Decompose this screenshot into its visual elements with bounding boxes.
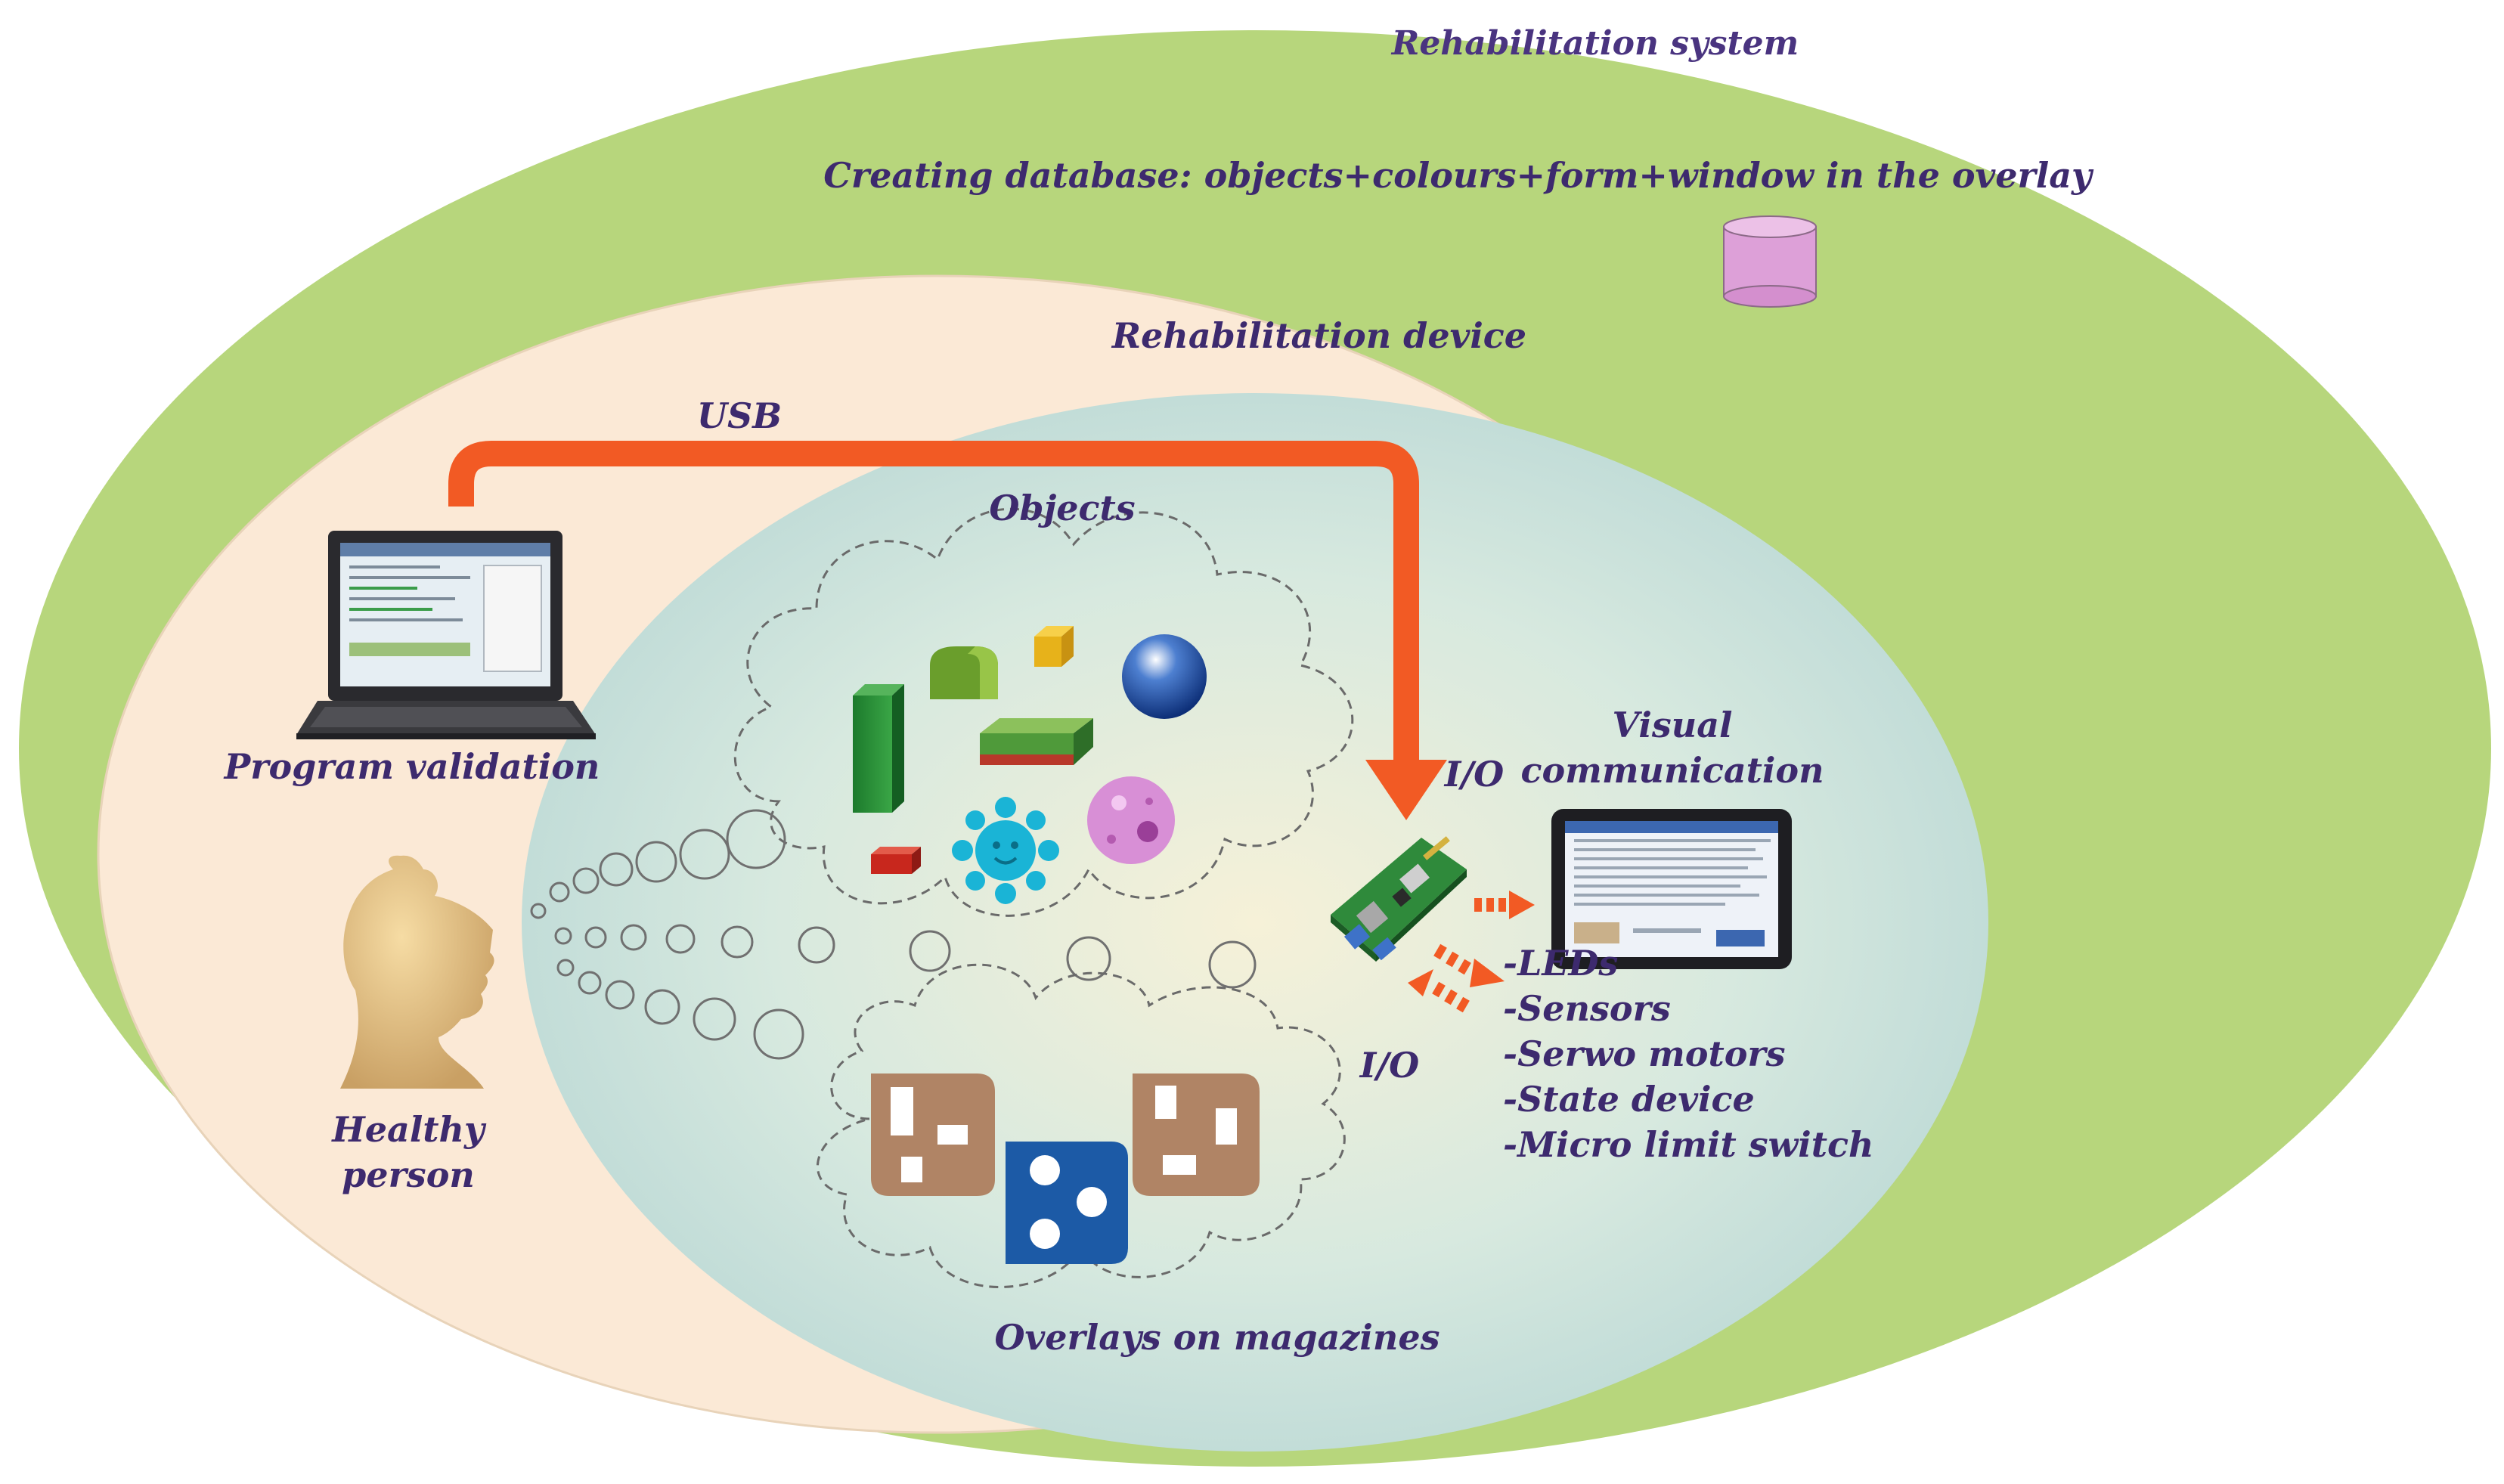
objects-label: Objects bbox=[989, 488, 1135, 528]
io-arrow-to-display bbox=[1474, 891, 1535, 919]
blue-overlay-center bbox=[1006, 1142, 1128, 1264]
overlays-on-magazines-label: Overlays on magazines bbox=[994, 1317, 1439, 1358]
objects-cloud bbox=[733, 507, 1354, 917]
blue-sphere-object bbox=[1122, 634, 1207, 719]
io-arrow-from-peripherals bbox=[1408, 969, 1470, 1013]
rehabilitation-device-label: Rehabilitation device bbox=[1111, 315, 1526, 356]
io-device-list: -LEDs -Sensors -Serwo motors -State devi… bbox=[1503, 943, 1873, 1165]
database-cylinder-icon bbox=[1723, 215, 1817, 308]
raspberry-pi-board-icon bbox=[1331, 836, 1467, 962]
tablet-display-icon bbox=[1551, 809, 1792, 969]
io-list-item: -State device bbox=[1503, 1079, 1755, 1120]
brown-overlay-right bbox=[1133, 1073, 1260, 1196]
visual-communication-label-line1: Visual bbox=[1613, 705, 1733, 745]
io-label-bottom: I/O bbox=[1359, 1045, 1419, 1086]
green-arch-object bbox=[930, 646, 998, 699]
rehabilitation-system-label: Rehabilitation system bbox=[1390, 24, 1799, 63]
io-list-item: -Micro limit switch bbox=[1503, 1124, 1873, 1165]
purple-cell-object bbox=[1087, 776, 1175, 864]
program-validation-label: Program validation bbox=[223, 746, 600, 787]
io-arrow-to-peripherals bbox=[1433, 943, 1505, 987]
visual-communication-label-line2: communication bbox=[1520, 750, 1824, 791]
usb-label: USB bbox=[697, 395, 782, 436]
thought-bubbles bbox=[530, 809, 1257, 1060]
yellow-cube-object bbox=[1034, 626, 1074, 667]
io-list-item: -Serwo motors bbox=[1503, 1033, 1786, 1074]
green-pillar-object bbox=[853, 684, 904, 813]
healthy-person-label-line1: Healthy bbox=[330, 1109, 487, 1150]
cyan-virus-object bbox=[952, 797, 1059, 904]
overlays-cloud bbox=[817, 963, 1346, 1288]
healthy-person-label-line2: person bbox=[342, 1154, 475, 1195]
io-list-item: -LEDs bbox=[1503, 943, 1618, 984]
io-label-top: I/O bbox=[1443, 754, 1504, 795]
usb-arrow bbox=[448, 441, 1447, 820]
red-block-object bbox=[871, 847, 921, 874]
creating-database-label: Creating database: objects+colours+form+… bbox=[823, 155, 2094, 196]
laptop-icon bbox=[296, 531, 596, 739]
human-head-icon bbox=[340, 855, 494, 1089]
brown-overlay-left bbox=[871, 1073, 995, 1196]
green-slab-object bbox=[980, 718, 1093, 765]
io-list-item: -Sensors bbox=[1503, 988, 1671, 1029]
